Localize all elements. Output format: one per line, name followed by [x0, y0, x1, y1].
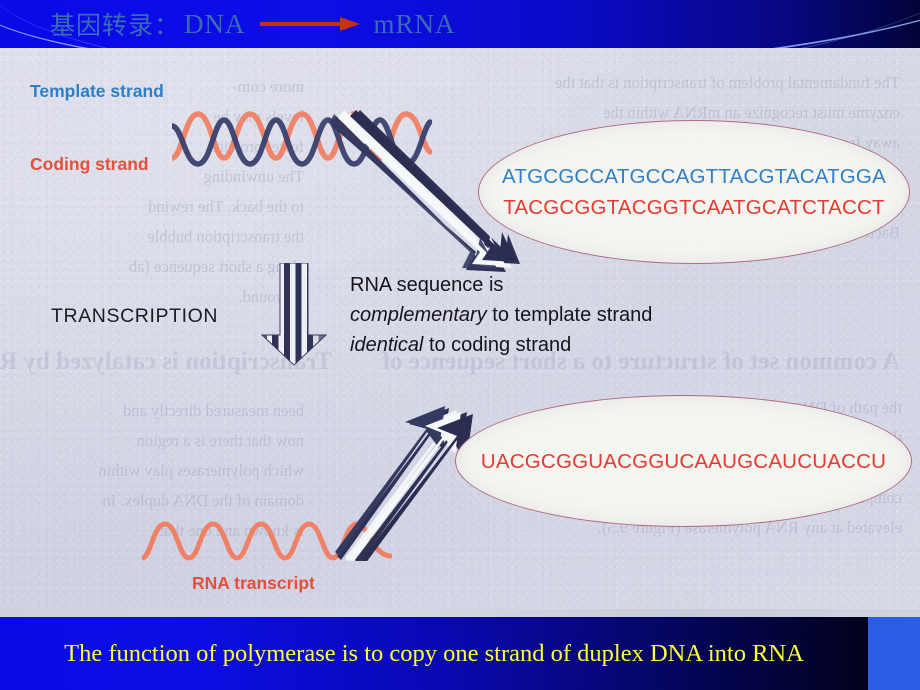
dna-sequence-callout: ATGCGCCATGCCAGTTACGTACATGGA TACGCGGTACGG…	[478, 120, 910, 264]
right-arrow-icon	[259, 17, 360, 31]
rna-transcript-label: RNA transcript	[192, 573, 315, 593]
coding-sequence-text: ATGCGCCATGCCAGTTACGTACATGGA	[502, 165, 886, 188]
slide-title: 基因转录： DNA mRNA	[50, 4, 456, 44]
title-chinese-text: 基因转录：	[50, 11, 181, 40]
note-line-2-rest: to template strand	[486, 304, 653, 326]
template-sequence-text: TACGCGGTACGGTCAATGCATCTACCT	[503, 196, 885, 219]
note-emphasis-identical: identical	[350, 334, 424, 356]
note-line-3-rest: to coding strand	[423, 334, 572, 356]
figure-scan-area: more com- levels may be fewer proteins T…	[0, 48, 920, 611]
note-emphasis-complementary: complementary	[350, 304, 487, 326]
coding-strand-label: Coding strand	[30, 154, 149, 174]
rna-sequence-text: UACGCGGUACGGUCAAUGCAUCUACCU	[480, 449, 887, 473]
rna-sequence-callout: UACGCGGUACGGUCAAUGCAUCUACCU	[455, 395, 912, 527]
title-dna-label: DNA	[184, 8, 246, 39]
footer-caption: The function of polymerase is to copy on…	[64, 639, 804, 667]
striped-pointer-arrow-icon	[330, 110, 520, 272]
rna-sequence-note: RNA sequence is complementary to templat…	[350, 270, 680, 360]
title-mrna-label: mRNA	[373, 8, 456, 39]
footer-bar: The function of polymerase is to copy on…	[0, 617, 920, 690]
template-strand-label: Template strand	[30, 81, 164, 101]
divider-strip	[0, 609, 920, 618]
striped-pointer-arrow-icon	[335, 406, 473, 561]
footer-accent-block	[868, 617, 920, 690]
transcription-label: TRANSCRIPTION	[51, 305, 219, 327]
title-bar: 基因转录： DNA mRNA	[0, 0, 920, 48]
down-block-arrow-icon	[260, 263, 328, 366]
note-line-1: RNA sequence is	[350, 274, 504, 296]
